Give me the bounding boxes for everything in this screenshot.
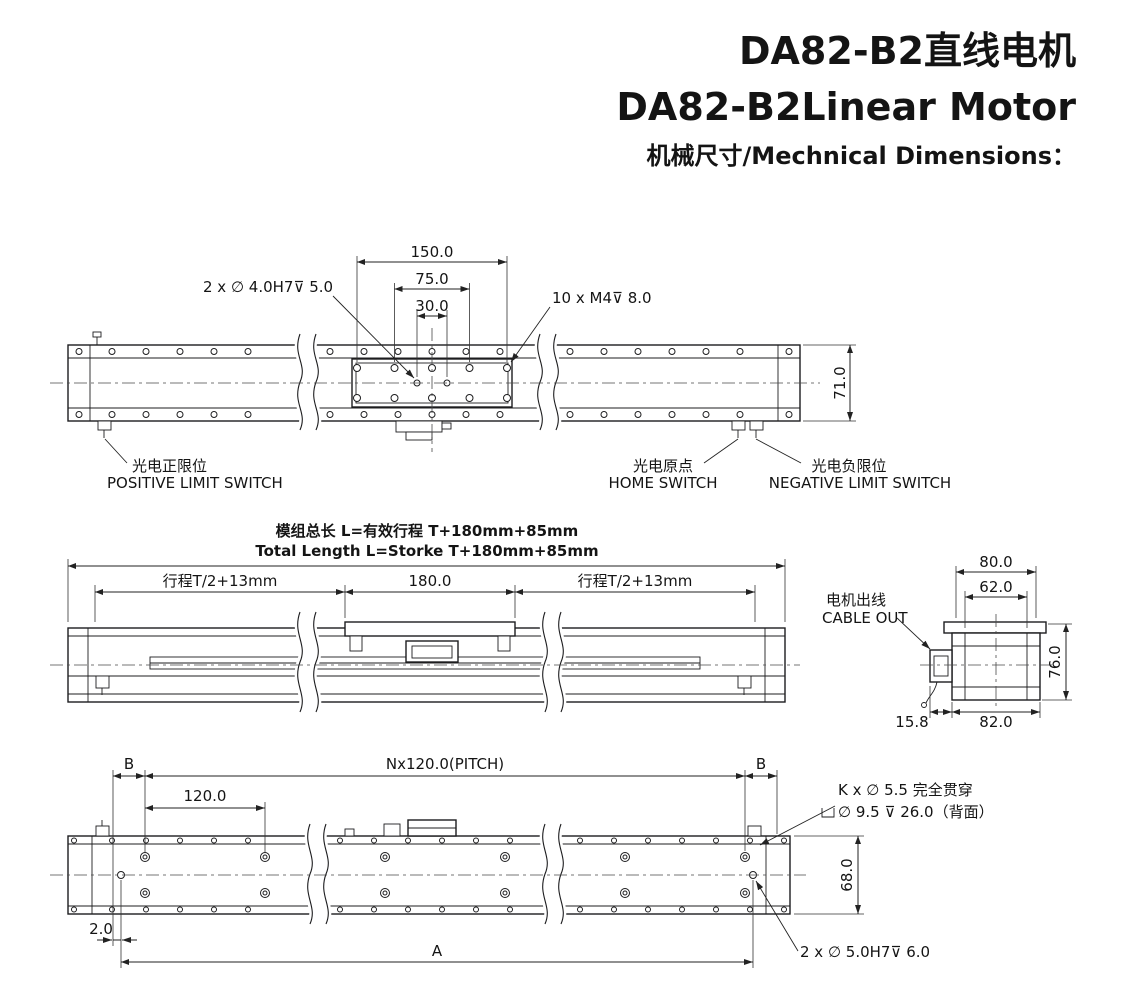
dim-30: 30.0 bbox=[415, 297, 449, 377]
dim-76: 76.0 bbox=[1042, 623, 1072, 701]
cable-out-cn: 电机出线 bbox=[826, 591, 886, 609]
total-length-cn: 模组总长 L=有效行程 T+180mm+85mm bbox=[276, 522, 579, 540]
callout-m4-holes: 10 x M4⊽ 8.0 bbox=[510, 289, 652, 363]
title-en: DA82-B2Linear Motor bbox=[616, 85, 1076, 129]
callout-dowel-pins: 2 x ∅ 5.0H7⊽ 6.0 bbox=[755, 880, 930, 961]
dim-120-label: 120.0 bbox=[184, 787, 227, 805]
dim-71-label: 71.0 bbox=[831, 366, 849, 399]
dim-68: 68.0 bbox=[794, 835, 864, 915]
dim-30-label: 30.0 bbox=[415, 297, 448, 315]
negative-limit-callout: 光电负限位 NEGATIVE LIMIT SWITCH bbox=[755, 438, 951, 492]
negative-limit-cn: 光电负限位 bbox=[811, 457, 886, 475]
stroke-right-label: 行程T/2+13mm bbox=[578, 572, 693, 590]
dim-pitch-label: Nx120.0(PITCH) bbox=[386, 755, 504, 773]
dim-a: A bbox=[121, 880, 754, 968]
cable-out-en: CABLE OUT bbox=[822, 609, 908, 627]
dim-75-label: 75.0 bbox=[415, 270, 448, 288]
break-lines bbox=[294, 608, 567, 717]
positive-limit-en: POSITIVE LIMIT SWITCH bbox=[107, 474, 283, 492]
dim-62: 62.0 bbox=[964, 578, 1028, 628]
callout-dowel-label: 2 x ∅ 5.0H7⊽ 6.0 bbox=[800, 943, 930, 961]
home-switch-callout: 光电原点 HOME SWITCH bbox=[608, 438, 739, 492]
callout-counterbore: K x ∅ 5.5 完全贯穿 ∅ 9.5 ⊽ 26.0（背面） bbox=[759, 781, 994, 846]
end-view: 电机出线 CABLE OUT 80.0 62.0 76.0 15.8 82.0 bbox=[822, 553, 1072, 731]
dim-68-label: 68.0 bbox=[838, 858, 856, 891]
callout-dowel-holes: 2 x ∅ 4.0H7⊽ 5.0 bbox=[203, 278, 415, 379]
dim-2: 2.0 bbox=[89, 880, 137, 968]
side-view: 模组总长 L=有效行程 T+180mm+85mm Total Length L=… bbox=[50, 522, 800, 717]
sensor-dog bbox=[395, 420, 452, 441]
dim-a-label: A bbox=[432, 942, 443, 960]
dim-75: 75.0 bbox=[394, 270, 470, 362]
dim-80: 80.0 bbox=[955, 553, 1037, 618]
home-switch-cn: 光电原点 bbox=[633, 457, 693, 475]
dim-15-8-label: 15.8 bbox=[895, 713, 928, 731]
title-sub: 机械尺寸/Mechnical Dimensions： bbox=[647, 142, 1076, 170]
dim-180-label: 180.0 bbox=[409, 572, 452, 590]
negative-limit-en: NEGATIVE LIMIT SWITCH bbox=[769, 474, 951, 492]
cable-out-callout: 电机出线 CABLE OUT bbox=[822, 591, 931, 650]
top-edge-fittings bbox=[95, 819, 762, 837]
negative-limit-sensor bbox=[749, 420, 764, 438]
dim-pitch-chain: B Nx120.0(PITCH) B bbox=[112, 755, 778, 946]
dim-bottom: 15.8 82.0 bbox=[895, 686, 1041, 731]
dim-b-left-label: B bbox=[124, 755, 134, 773]
side-sensors bbox=[95, 675, 752, 695]
title-cn: DA82-B2直线电机 bbox=[739, 29, 1076, 73]
dim-62-label: 62.0 bbox=[979, 578, 1012, 596]
home-switch-en: HOME SWITCH bbox=[608, 474, 717, 492]
carriage-side bbox=[344, 621, 516, 663]
top-view: 150.0 75.0 30.0 2 x ∅ 4.0H7⊽ 5.0 10 x M4… bbox=[50, 243, 951, 492]
edge-screws bbox=[71, 837, 787, 913]
title-block: DA82-B2直线电机 DA82-B2Linear Motor 机械尺寸/Mec… bbox=[616, 29, 1076, 170]
top-plate bbox=[943, 621, 1047, 634]
positive-limit-cn: 光电正限位 bbox=[132, 457, 207, 475]
total-length-en: Total Length L=Storke T+180mm+85mm bbox=[255, 542, 598, 560]
dim-80-label: 80.0 bbox=[979, 553, 1012, 571]
bottom-view: B Nx120.0(PITCH) B 120.0 68.0 K x ∅ 5.5 … bbox=[50, 755, 994, 968]
break-lines bbox=[304, 820, 567, 929]
positive-limit-sensor bbox=[97, 420, 112, 438]
dim-76-label: 76.0 bbox=[1046, 645, 1064, 678]
positive-limit-callout: 光电正限位 POSITIVE LIMIT SWITCH bbox=[104, 438, 283, 492]
dim-stroke-chain: 行程T/2+13mm 180.0 行程T/2+13mm bbox=[94, 572, 756, 622]
dim-b-right-label: B bbox=[756, 755, 766, 773]
callout-dowel-label: 2 x ∅ 4.0H7⊽ 5.0 bbox=[203, 278, 333, 296]
callout-m4-label: 10 x M4⊽ 8.0 bbox=[552, 289, 652, 307]
callout-k-line1: K x ∅ 5.5 完全贯穿 bbox=[838, 781, 973, 799]
dim-71: 71.0 bbox=[803, 344, 856, 422]
dim-2-label: 2.0 bbox=[89, 920, 113, 938]
grease-nipple bbox=[92, 331, 102, 345]
break-lines bbox=[294, 330, 562, 435]
mounting-holes bbox=[140, 852, 750, 898]
stroke-left-label: 行程T/2+13mm bbox=[163, 572, 278, 590]
home-sensor bbox=[731, 420, 746, 438]
callout-k-line2: ∅ 9.5 ⊽ 26.0（背面） bbox=[838, 803, 994, 821]
dim-150: 150.0 bbox=[356, 243, 508, 362]
dim-total-length: 模组总长 L=有效行程 T+180mm+85mm Total Length L=… bbox=[67, 522, 786, 622]
dim-120: 120.0 bbox=[145, 787, 266, 852]
cable-connector bbox=[921, 649, 953, 708]
dim-82-label: 82.0 bbox=[979, 713, 1012, 731]
dim-150-label: 150.0 bbox=[411, 243, 454, 261]
